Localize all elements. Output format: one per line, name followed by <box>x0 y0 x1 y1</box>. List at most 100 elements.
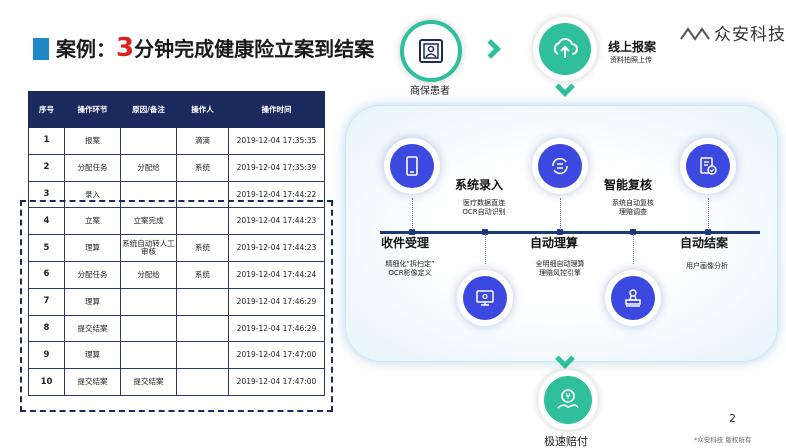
stage-entry-title: 系统录入 <box>455 178 504 192</box>
stage-close-title: 自动结案 <box>680 236 729 250</box>
stage-calc-desc: 全明细自动理算 理赔风控引擎 <box>525 260 595 278</box>
chevron-right-icon <box>481 39 501 59</box>
table-cell: 提交结案 <box>120 368 177 396</box>
table-cell <box>120 127 177 155</box>
patient-node <box>400 20 462 82</box>
svg-text:¥: ¥ <box>565 392 570 401</box>
entry-node <box>457 270 513 326</box>
table-cell: 系统 <box>176 153 229 182</box>
table-cell: 2019-12-04 17:44:22 <box>228 180 325 209</box>
stage-review-desc-line: 理赔调查 <box>619 208 647 217</box>
connector-line <box>708 198 709 230</box>
table-cell: 2019-12-04 17:35:39 <box>228 153 325 182</box>
table-cell: 分配任务 <box>64 153 121 182</box>
table-cell: 报案 <box>64 127 121 155</box>
patient-label: 商保患者 <box>410 86 450 97</box>
stage-receive-desc-line: 精细化“拆扫定” <box>385 260 435 268</box>
title-suffix: 分钟完成健康险立案到结案 <box>134 37 375 61</box>
fast-payout-label: 极速赔付 <box>544 435 588 448</box>
page-number: 2 <box>729 412 736 425</box>
calc-node <box>532 138 588 194</box>
stage-calc-title: 自动理算 <box>530 236 579 250</box>
stage-review-desc: 系统自动复核 理赔调查 <box>600 199 666 217</box>
table-cell: 5 <box>28 234 65 262</box>
stage-receive-desc: 精细化“拆扫定” OCR影像定义 <box>378 260 442 278</box>
review-node <box>605 270 661 326</box>
money-hand-icon: ¥ <box>557 389 579 409</box>
timeline-dot <box>557 229 563 235</box>
table-cell: 理算 <box>64 234 121 262</box>
connector-line <box>485 234 486 264</box>
table-cell: 立案 <box>64 207 121 236</box>
stage-entry-desc: 医疗数据直连 OCR自动识别 <box>451 199 517 217</box>
title-accent-bar <box>33 38 49 60</box>
company-logo: 众安科技 <box>680 20 786 45</box>
table-cell: 分配任务 <box>64 260 121 289</box>
table-header: 操作时间 <box>228 91 325 128</box>
refresh-list-icon <box>552 157 568 175</box>
stage-calc-desc-line: 理赔风控引擎 <box>539 269 581 278</box>
table-cell: 3 <box>28 180 65 209</box>
stage-close-desc: 用户画像分析 <box>676 262 738 271</box>
timeline-line <box>380 231 760 234</box>
document-check-icon <box>700 157 717 175</box>
id-card-icon <box>419 39 443 63</box>
table-cell: 2019-12-04 17:46:29 <box>228 287 325 316</box>
close-node <box>680 138 736 194</box>
table-cell: 2019-12-04 17:35:35 <box>228 127 325 155</box>
table-cell: 理算 <box>64 287 121 316</box>
timeline-dot <box>705 229 711 235</box>
monitor-icon <box>476 290 494 306</box>
online-report-node <box>533 17 597 81</box>
table-header: 原因/备注 <box>120 91 177 128</box>
table-cell: 录入 <box>64 180 121 209</box>
stage-entry-desc-line: 医疗数据直连 <box>463 199 505 207</box>
timeline-dot <box>482 229 488 235</box>
table-cell: 2019-12-04 17:44:23 <box>228 234 325 262</box>
stage-close-desc-line: 用户画像分析 <box>686 262 728 270</box>
table-cell: 1 <box>28 127 65 155</box>
timeline-dot <box>630 229 636 235</box>
stage-receive-title: 收件受理 <box>381 236 430 250</box>
connector-line <box>633 234 634 264</box>
connector-line <box>412 198 413 230</box>
table-cell <box>176 341 229 370</box>
receive-node <box>384 138 440 194</box>
table-cell: 2019-12-04 17:47:00 <box>228 368 325 396</box>
stage-review-title: 智能复核 <box>604 178 653 192</box>
table-cell: 2019-12-04 17:47:00 <box>228 341 325 370</box>
table-cell <box>176 207 229 236</box>
title-number: 3 <box>116 33 135 63</box>
online-report-sub: 资料拍照上传 <box>610 56 652 64</box>
stage-receive-desc-line: OCR影像定义 <box>388 269 432 278</box>
table-header: 操作人 <box>176 91 229 128</box>
table-cell: 提交结案 <box>64 368 121 396</box>
stamp-icon <box>625 289 641 307</box>
logo-mark-icon <box>680 26 710 41</box>
table-cell: 2 <box>28 153 65 182</box>
online-report-label: 线上报案 <box>608 40 657 54</box>
connector-line <box>560 198 561 230</box>
smartphone-icon <box>406 156 418 176</box>
table-cell: 立案完成 <box>120 207 177 236</box>
copyright-text: *众安科技 版权所有 <box>694 436 752 444</box>
table-cell: 分配给 <box>120 260 177 289</box>
highlight-dashed-box <box>20 200 333 412</box>
table-cell: 8 <box>28 314 65 343</box>
stage-entry-desc-line: OCR自动识别 <box>462 208 506 217</box>
fast-payout-node: ¥ <box>538 370 598 430</box>
logo-text: 众安科技 <box>714 25 786 45</box>
title-prefix: 案例： <box>56 37 116 61</box>
table-header: 序号 <box>28 91 65 128</box>
page-title: 案例：3分钟完成健康险立案到结案 <box>56 33 374 63</box>
table-header-row: 序号 操作环节 原因/备注 操作人 操作时间 <box>28 91 325 128</box>
timeline-dot <box>409 229 415 235</box>
table-cell: 系统 <box>176 234 229 262</box>
